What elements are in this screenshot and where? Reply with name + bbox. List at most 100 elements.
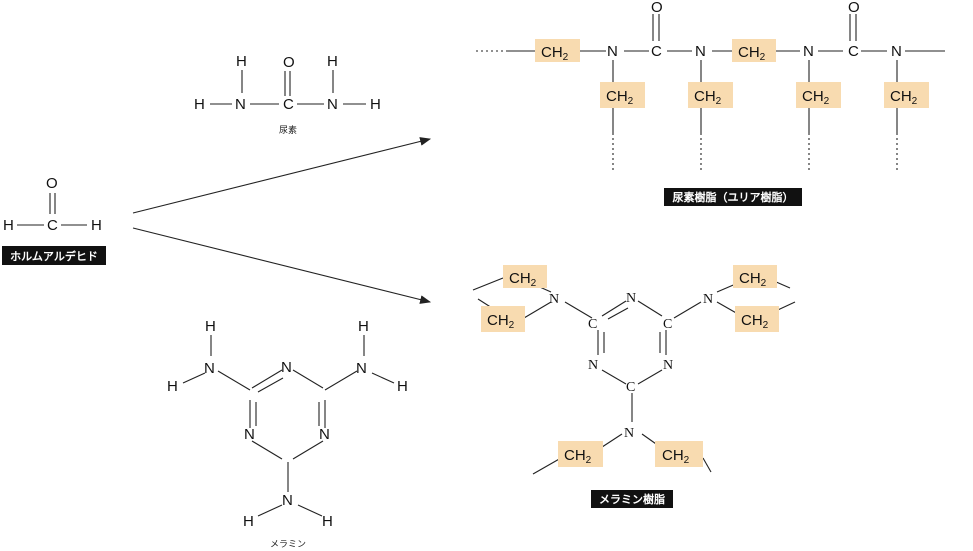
- urea-resin-label-box: [664, 188, 802, 206]
- melamine-resin-label-box: [591, 490, 673, 508]
- atom-h: H: [167, 378, 178, 395]
- amino-n: N: [282, 492, 293, 509]
- atom-n: N: [235, 96, 246, 113]
- ch2-group: CH2: [694, 88, 722, 107]
- bond: [564, 301, 593, 319]
- ring-n: N: [244, 426, 255, 443]
- amino-n: N: [703, 292, 713, 307]
- ch2-group: CH2: [802, 88, 830, 107]
- atom-h: H: [322, 513, 333, 530]
- ring-n: N: [663, 358, 673, 373]
- formaldehyde-label-box: [2, 246, 106, 265]
- ch2-highlight: [655, 441, 703, 467]
- atom-o: O: [651, 0, 663, 16]
- melamine-caption: メラミン: [270, 539, 306, 550]
- ch2-highlight: [688, 82, 733, 108]
- arrow-to-urea-resin: [132, 137, 432, 214]
- urea-resin-structure: CH2 CH2 CH2 CH2 CH2 CH2 N C N N C N O O: [476, 0, 945, 170]
- atom-h: H: [236, 53, 247, 70]
- bond: [702, 457, 712, 473]
- ch2-highlight: [732, 39, 776, 62]
- atom-h: H: [327, 53, 338, 70]
- ring-n: N: [626, 291, 636, 306]
- ch2-group: CH2: [541, 44, 569, 63]
- ring-c: C: [588, 317, 597, 332]
- bond: [472, 277, 504, 291]
- atom-h: H: [91, 217, 102, 234]
- atom-n: N: [695, 43, 706, 60]
- bond: [523, 301, 552, 319]
- ch2-highlight: [535, 39, 580, 62]
- melamine-resin-structure: N C C N N C N N N CH2 CH2 CH2 C: [472, 265, 796, 475]
- bond: [371, 372, 395, 384]
- atom-h: H: [3, 217, 14, 234]
- bond: [601, 300, 627, 317]
- ch2-group: CH2: [487, 312, 515, 331]
- ch2-highlight: [735, 306, 779, 332]
- ch2-highlight: [503, 265, 547, 288]
- bond: [251, 369, 283, 389]
- bond: [637, 369, 663, 385]
- amino-n: N: [624, 426, 634, 441]
- atom-n: N: [327, 96, 338, 113]
- bond: [637, 300, 663, 317]
- bond: [251, 440, 283, 460]
- ring-n: N: [319, 426, 330, 443]
- ring-n: N: [281, 359, 292, 376]
- atom-h: H: [194, 96, 205, 113]
- ring-n: N: [588, 358, 598, 373]
- atom-o: O: [283, 54, 295, 71]
- amino-n: N: [549, 292, 559, 307]
- ring-c: C: [626, 380, 635, 395]
- urea-caption: 尿素: [279, 124, 297, 136]
- bond: [673, 301, 702, 319]
- ch2-group: CH2: [739, 270, 767, 289]
- atom-h: H: [358, 318, 369, 335]
- ch2-highlight: [558, 441, 603, 467]
- ch2-group: CH2: [662, 447, 690, 466]
- melamine-structure: N N N N N N H H H H H H: [167, 318, 408, 530]
- amino-n: N: [356, 360, 367, 377]
- atom-c: C: [283, 96, 294, 113]
- ch2-highlight: [600, 82, 645, 108]
- ch2-group: CH2: [738, 44, 766, 63]
- bond: [292, 440, 324, 460]
- ch2-highlight: [481, 306, 525, 332]
- ch2-highlight: [796, 82, 841, 108]
- atom-c: C: [651, 43, 662, 60]
- atom-n: N: [803, 43, 814, 60]
- atom-c: C: [47, 217, 58, 234]
- atom-n: N: [891, 43, 902, 60]
- urea-resin-label: 尿素樹脂（ユリア樹脂）: [673, 190, 794, 204]
- bond: [532, 457, 562, 475]
- atom-o: O: [848, 0, 860, 16]
- urea-structure: O C N N H H H H: [194, 53, 381, 113]
- bond: [601, 369, 627, 385]
- bond: [607, 307, 629, 320]
- atom-h: H: [205, 318, 216, 335]
- atom-n: N: [607, 43, 618, 60]
- formaldehyde-structure: O C H H: [3, 175, 102, 234]
- ch2-group: CH2: [564, 447, 592, 466]
- bond: [292, 369, 324, 389]
- bond: [297, 504, 323, 517]
- melamine-resin-label: メラミン樹脂: [599, 492, 665, 506]
- ch2-group: CH2: [509, 270, 537, 289]
- atom-h: H: [370, 96, 381, 113]
- amino-n: N: [204, 360, 215, 377]
- atom-c: C: [848, 43, 859, 60]
- ch2-highlight: [733, 265, 777, 288]
- bond: [257, 377, 284, 393]
- atom-h: H: [397, 378, 408, 395]
- formaldehyde-label: ホルムアルデヒド: [10, 249, 98, 263]
- ch2-group: CH2: [890, 88, 918, 107]
- arrow-to-melamine-resin: [132, 227, 432, 304]
- ch2-highlight: [884, 82, 929, 108]
- bond: [324, 370, 358, 391]
- bond: [257, 504, 283, 517]
- ch2-group: CH2: [606, 88, 634, 107]
- bond: [182, 372, 206, 384]
- ch2-group: CH2: [741, 312, 769, 331]
- ring-c: C: [663, 317, 672, 332]
